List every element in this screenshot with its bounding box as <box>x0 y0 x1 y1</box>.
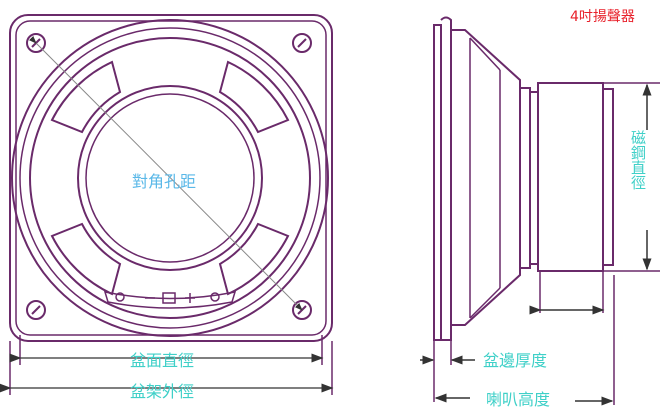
hole-distance-line <box>28 35 303 311</box>
frame-diameter-label: 盆架外徑 <box>130 382 195 401</box>
terminal-icon <box>103 291 237 309</box>
side-view <box>420 16 660 406</box>
speaker-height-label: 喇叭高度 <box>486 390 551 409</box>
mount-hole-icon <box>26 300 46 320</box>
mount-hole-icon <box>292 33 312 53</box>
magnet-diameter-label: 磁鋼直徑 <box>629 130 647 190</box>
cone-diameter-label: 盆面直徑 <box>130 351 195 370</box>
hole-distance-label: 對角孔距 <box>132 172 197 191</box>
rim-thickness-label: 盆邊厚度 <box>483 351 548 370</box>
diagram-title: 4吋揚聲器 <box>570 9 635 25</box>
front-view <box>0 14 334 395</box>
